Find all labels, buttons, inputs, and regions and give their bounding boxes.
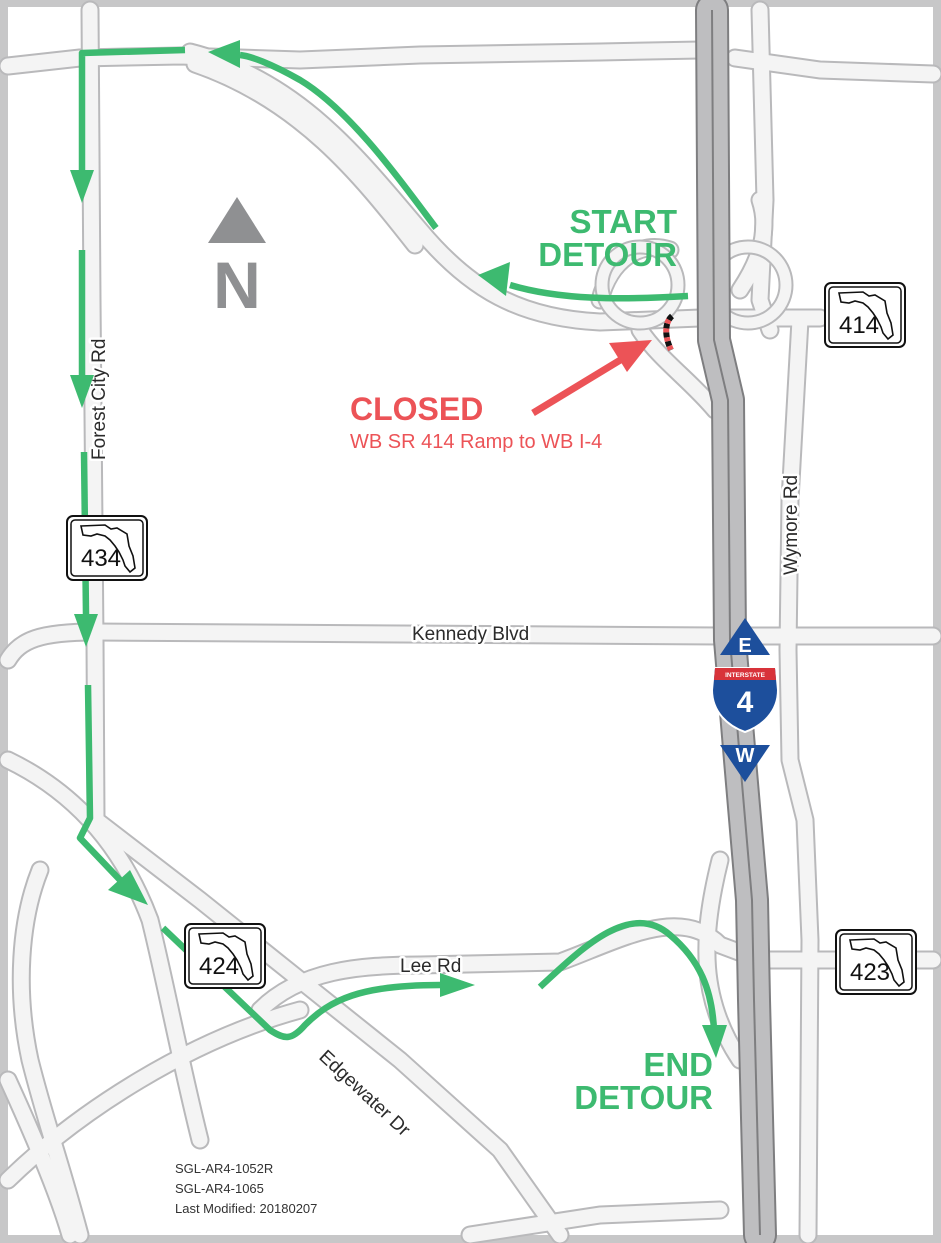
closed-subtitle: WB SR 414 Ramp to WB I-4 xyxy=(350,431,602,453)
shield-sr414-number: 414 xyxy=(839,312,879,339)
footer-line3: Last Modified: 20180207 xyxy=(175,1201,317,1216)
direction-west: W xyxy=(736,745,755,767)
north-arrow-icon xyxy=(208,197,266,243)
start-detour-line2: DETOUR xyxy=(538,236,677,273)
shield-sr423-number: 423 xyxy=(850,959,890,986)
north-label: N xyxy=(213,248,261,322)
interstate-4-shield: E W INTERSTATE 4 xyxy=(710,618,780,782)
shield-sr424-number: 424 xyxy=(199,953,239,980)
shield-sr423: 423 xyxy=(835,929,917,995)
closure-arrow xyxy=(531,340,652,416)
label-wymore-rd: Wymore Rd xyxy=(781,475,802,575)
shield-sr434-number: 434 xyxy=(81,545,121,572)
footer-line1: SGL-AR4-1052R xyxy=(175,1161,273,1176)
end-detour-line1: END xyxy=(643,1046,713,1083)
shield-sr414: 414 xyxy=(824,282,906,348)
end-detour-line2: DETOUR xyxy=(574,1079,713,1116)
label-lee-rd: Lee Rd xyxy=(400,956,461,977)
footer-line2: SGL-AR4-1065 xyxy=(175,1181,264,1196)
label-kennedy-blvd: Kennedy Blvd xyxy=(412,624,529,645)
west-arrow-icon xyxy=(720,745,770,782)
shield-sr434: 434 xyxy=(66,515,148,581)
closed-title: CLOSED xyxy=(350,391,483,427)
interstate-number: 4 xyxy=(737,686,754,719)
map-background xyxy=(8,7,933,1235)
interstate-band: INTERSTATE xyxy=(725,672,766,679)
detour-route xyxy=(70,40,727,1058)
label-forest-city-rd: Forest City Rd xyxy=(89,339,110,460)
direction-east: E xyxy=(738,635,751,657)
start-detour-line1: START xyxy=(569,203,677,240)
closure-marker xyxy=(663,313,675,352)
east-arrow-icon xyxy=(720,618,770,655)
shield-sr424: 424 xyxy=(184,923,266,989)
north-arrow: N xyxy=(208,197,266,322)
